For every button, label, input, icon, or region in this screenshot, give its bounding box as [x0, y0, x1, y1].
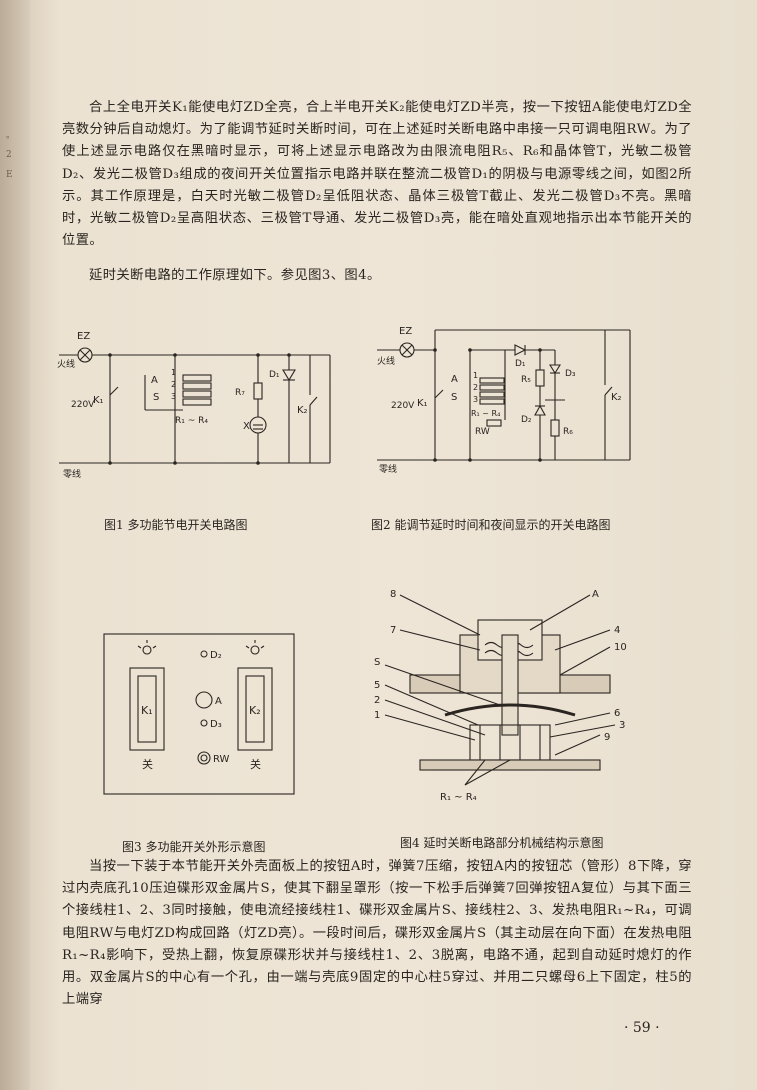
- fig2-label-k1: K₁: [417, 398, 428, 409]
- fig1-label-x: X: [243, 421, 250, 432]
- fig1-label-3: 3: [171, 392, 176, 401]
- fig2-label-a: A: [451, 374, 458, 385]
- page-number: · 59 ·: [624, 1020, 660, 1036]
- fig1-label-neutral: 零线: [63, 468, 81, 480]
- margin-mark-1: 。: [6, 131, 16, 141]
- fig1-label-live: 火线: [57, 358, 75, 370]
- fig1-label-d1: D₁: [269, 370, 280, 380]
- paragraph-3: 当按一下装于本节能开关外壳面板上的按钮A时，弹簧7压缩，按钮A内的按钮芯（管形）…: [62, 859, 693, 1008]
- fig2-label-ez: EZ: [399, 326, 412, 337]
- figure-3-caption: 图3 多功能开关外形示意图: [122, 840, 266, 854]
- margin-mark-3: E: [6, 170, 13, 180]
- fig2-label-volt: 220V: [391, 401, 415, 411]
- fig4-label-a: A: [592, 589, 599, 600]
- fig2-label-rw: RW: [475, 427, 490, 437]
- figure-1-caption: 图1 多功能节电开关电路图: [104, 518, 248, 532]
- fig1-label-a: A: [151, 375, 158, 386]
- fig2-label-2: 2: [473, 383, 478, 392]
- fig1-label-volt: 220V: [71, 400, 95, 410]
- fig2-label-1: 1: [473, 371, 478, 380]
- figure-2-caption: 图2 能调节延时时间和夜间显示的开关电路图: [371, 518, 611, 532]
- fig4-label-s: S: [374, 657, 380, 668]
- fig4-label-8: 8: [390, 589, 396, 600]
- paragraph-2: 延时关断电路的工作原理如下。参见图3、图4。: [89, 268, 381, 283]
- fig2-label-r5: R₅: [521, 375, 531, 385]
- figure-3-switch-front: K₁ K₂ D₂ D₃ A RW 关 关: [103, 633, 295, 795]
- fig2-label-d1: D₁: [515, 359, 526, 369]
- fig4-label-7: 7: [390, 625, 396, 636]
- fig1-label-k1: K₁: [93, 395, 104, 406]
- fig1-label-r1-r4: R₁ ~ R₄: [175, 416, 208, 426]
- fig1-label-k2: K₂: [297, 405, 308, 416]
- fig3-label-d3: D₃: [210, 719, 222, 730]
- fig4-label-9: 9: [604, 732, 610, 743]
- fig3-label-a: A: [215, 696, 222, 707]
- fig4-label-4: 4: [614, 625, 620, 636]
- fig4-label-1: 1: [374, 710, 380, 721]
- fig3-label-k1: K₁: [141, 704, 153, 717]
- fig4-label-2: 2: [374, 695, 380, 706]
- paragraph-1: 合上全电开关K₁能使电灯ZD全亮，合上半电开关K₂能使电灯ZD半亮，按一下按钮A…: [62, 100, 692, 249]
- figure-4-caption: 图4 延时关断电路部分机械结构示意图: [400, 836, 604, 850]
- fig3-label-d2: D₂: [210, 650, 222, 661]
- fig1-label-1: 1: [171, 368, 176, 377]
- fig1-label-s: S: [153, 392, 159, 403]
- fig2-label-s: S: [451, 392, 457, 403]
- fig1-label-ez: EZ: [77, 331, 90, 342]
- fig2-label-3: 3: [473, 395, 478, 404]
- binding-gutter: [0, 0, 30, 1090]
- fig2-label-d2: D₂: [521, 415, 532, 425]
- fig2-label-live: 火线: [377, 355, 395, 367]
- fig2-label-d3: D₃: [565, 369, 576, 379]
- fig3-label-off-1: 关: [142, 757, 153, 771]
- fig3-label-off-2: 关: [250, 757, 261, 771]
- fig1-label-r: R₇: [235, 388, 245, 398]
- fig2-label-neutral: 零线: [379, 463, 397, 475]
- fig2-label-k2: K₂: [611, 392, 622, 403]
- fig4-label-5: 5: [374, 680, 380, 691]
- fig2-label-r1-r4: R₁ ~ R₄: [471, 409, 500, 418]
- fig3-label-k2: K₂: [249, 704, 261, 717]
- fig4-label-6: 6: [614, 708, 620, 719]
- fig4-label-10: 10: [614, 642, 627, 653]
- fig3-label-rw: RW: [213, 754, 230, 765]
- fig1-label-2: 2: [171, 380, 176, 389]
- fig2-label-r6: R₆: [563, 427, 573, 437]
- margin-mark-2: 2: [6, 150, 12, 160]
- fig4-label-3: 3: [619, 720, 625, 731]
- figure-1-circuit: EZ 火线 零线 220V K₁ A S 1 2 3 R₁ ~ R₄ R₇ X …: [57, 331, 331, 480]
- fig4-label-r1-r4: R₁ ~ R₄: [440, 792, 477, 803]
- figure-2-circuit: EZ 火线 零线 220V K₁ A S 1 2 3 R₁ ~ R₄ RW D₁…: [377, 326, 631, 475]
- figure-4-mechanism: 8 7 S 5 2 1 A 4 10 6 3 9 R₁ ~ R₄: [374, 589, 627, 803]
